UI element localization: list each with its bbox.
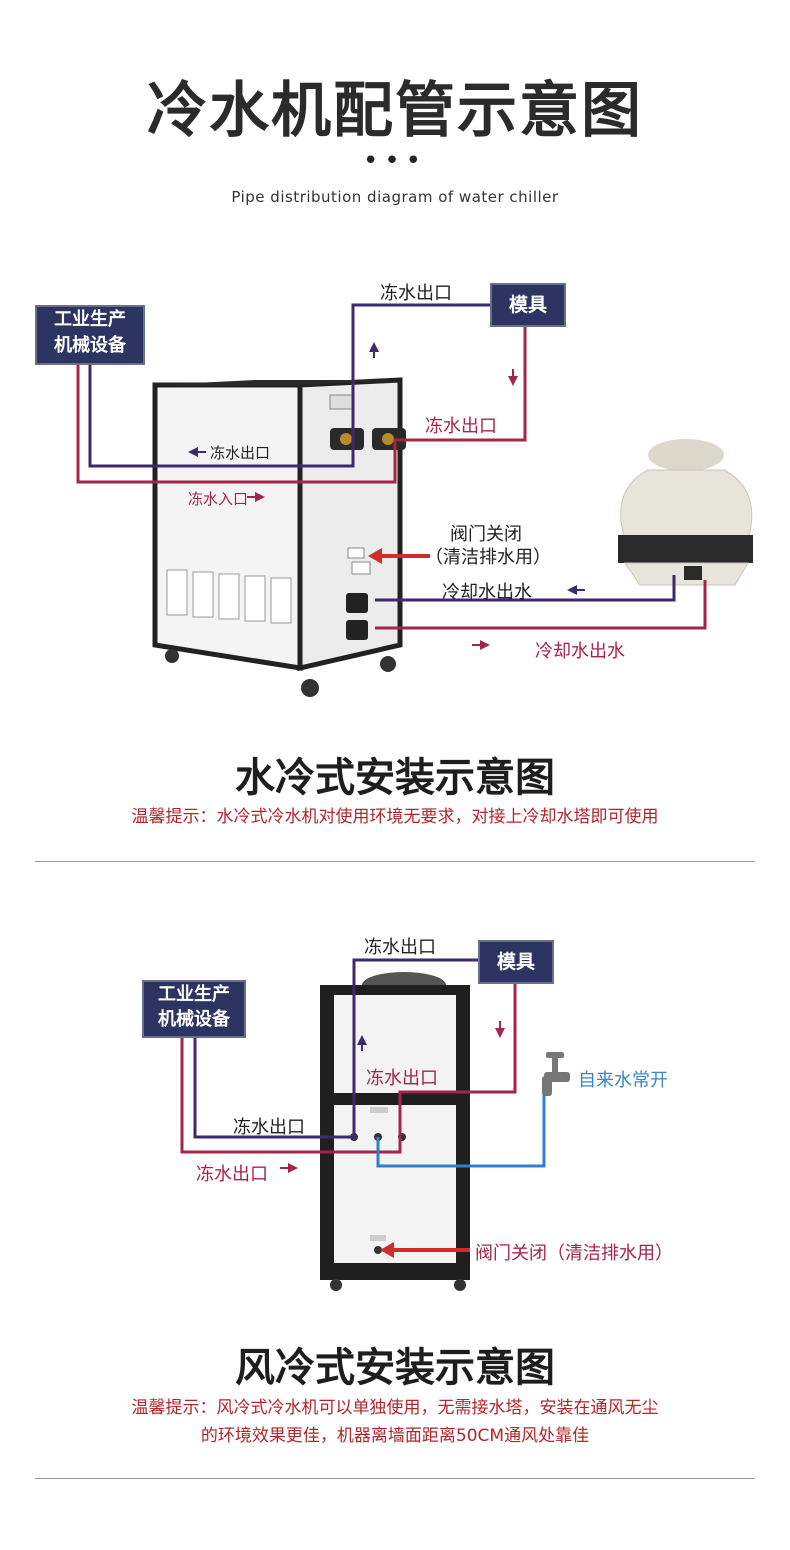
divider-2 — [35, 1478, 755, 1479]
air-cooled-tip-line2: 的环境效果更佳，机器离墙面距离50CM通风处靠佳 — [200, 1426, 590, 1446]
label-valve-cleaning: （清洁排水用） — [425, 547, 551, 568]
water-cooled-magenta-pipes — [76, 325, 707, 630]
water-cooled-title: 水冷式安装示意图 — [235, 755, 555, 801]
label-air-chilled-outlet-left: 冻水出口 — [233, 1117, 305, 1138]
industrial-equipment-box: 工业生产 机械设备 — [35, 305, 145, 365]
air-cooled-title: 风冷式安装示意图 — [235, 1345, 555, 1391]
water-cooled-tip: 温馨提示：水冷式冷水机对使用环境无要求，对接上冷却水塔即可使用 — [131, 807, 659, 827]
label-air-valve: 阀门关闭（清洁排水用） — [475, 1243, 673, 1264]
industrial-equipment-box-air: 工业生产 机械设备 — [142, 980, 246, 1038]
chiller-unit-air-cooled — [320, 972, 470, 1291]
label-valve-closed: 阀门关闭 — [450, 524, 522, 545]
valve-arrow-air — [380, 1242, 470, 1258]
separator-dots: ••• — [362, 146, 427, 176]
air-cooled-blue-pipe — [376, 1094, 546, 1168]
mold-box: 模具 — [490, 283, 566, 327]
label-cooling-water-out-2: 冷却水出水 — [535, 641, 625, 662]
water-cooled-purple-pipes — [88, 303, 676, 602]
cooling-tower — [618, 439, 753, 586]
label-tap-water: 自来水常开 — [578, 1070, 668, 1091]
chiller-unit-water-cooled — [152, 377, 406, 697]
label-air-chilled-outlet-mid: 冻水出口 — [366, 1068, 438, 1089]
divider-1 — [35, 861, 755, 862]
air-cooled-magenta-pipes — [180, 980, 517, 1154]
label-chilled-inlet: 冻水入口 — [188, 490, 249, 508]
valve-arrow — [368, 548, 430, 564]
air-cooled-tip-line1: 温馨提示：风冷式冷水机可以单独使用，无需接水塔，安装在通风无尘 — [131, 1398, 659, 1418]
mold-box-air: 模具 — [478, 940, 554, 984]
page-subtitle: Pipe distribution diagram of water chill… — [231, 188, 559, 206]
label-chilled-outlet-top: 冻水出口 — [380, 283, 452, 304]
page-title: 冷水机配管示意图 — [147, 76, 643, 146]
label-air-chilled-outlet-bottom: 冻水出口 — [196, 1164, 268, 1185]
label-cooling-water-out-1: 冷却水出水 — [442, 582, 532, 603]
direction-arrows — [188, 342, 585, 595]
air-cooled-diagram — [180, 958, 570, 1291]
label-chilled-outlet-left: 冻水出口 — [210, 444, 271, 462]
label-chilled-outlet-right: 冻水出口 — [425, 416, 497, 437]
label-air-chilled-outlet-top: 冻水出口 — [364, 937, 436, 958]
water-tap — [542, 1052, 570, 1096]
air-cooled-purple-pipes — [193, 958, 478, 1139]
water-cooled-diagram — [76, 303, 753, 697]
